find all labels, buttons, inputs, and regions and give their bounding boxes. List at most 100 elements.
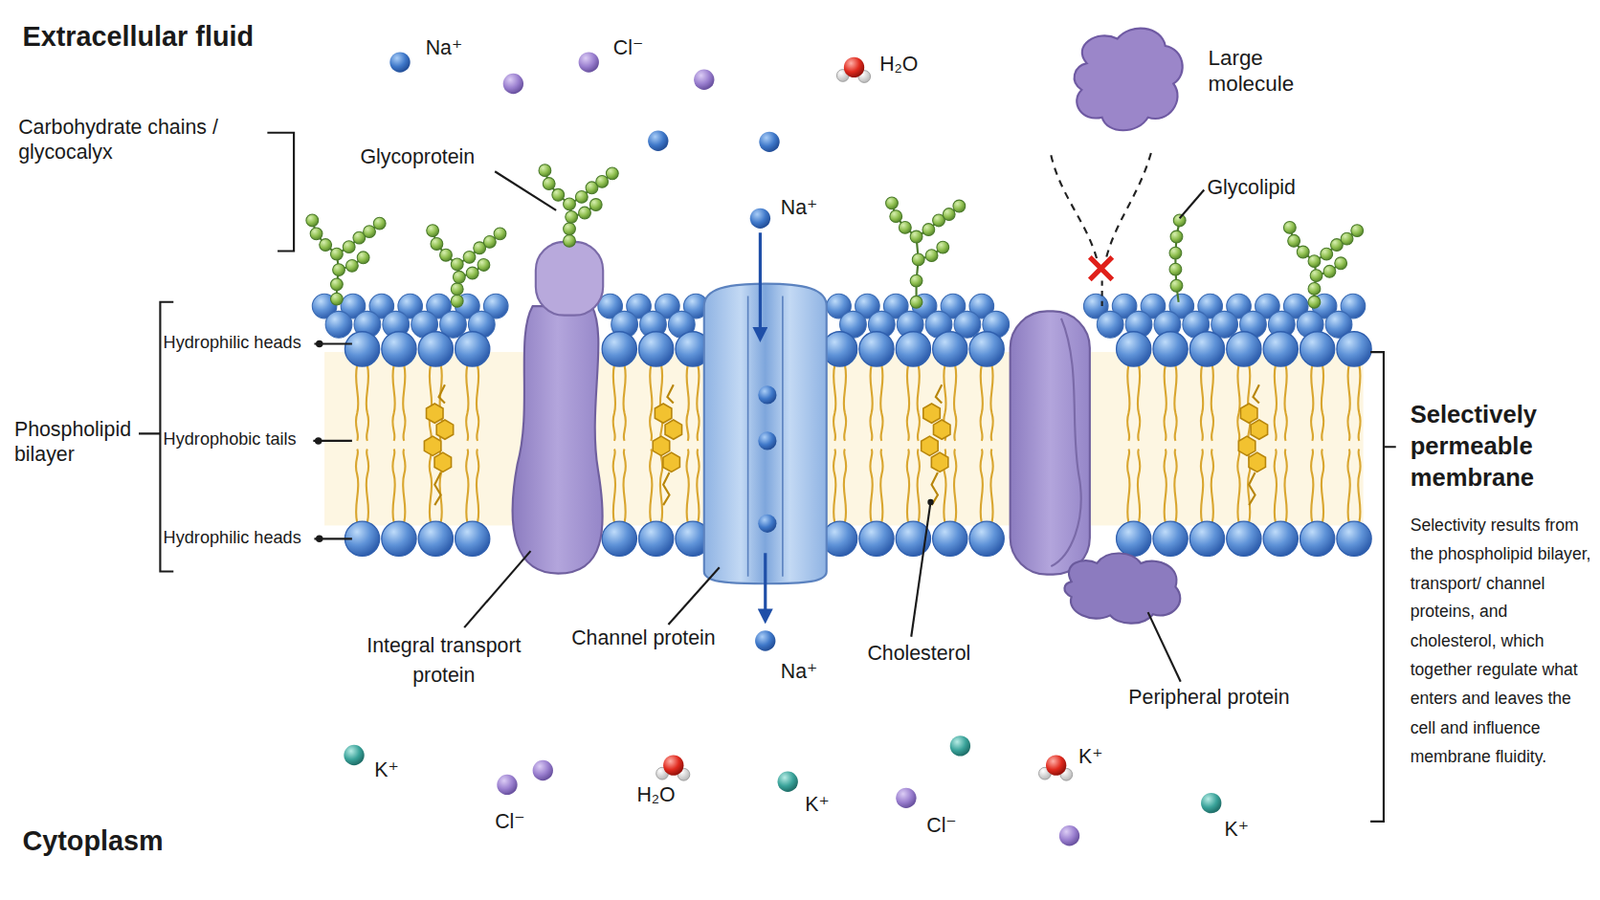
lipid-tail [880, 448, 884, 523]
lipid-tail [954, 448, 957, 523]
part-label: Hydrophilic heads [163, 528, 302, 550]
sterol-ring [1250, 420, 1267, 440]
phospholipid-head [1263, 332, 1298, 367]
lipid-tail [1311, 448, 1314, 523]
lipid-tail [990, 365, 994, 442]
sugar-bead [1288, 234, 1301, 247]
phospholipid-head [1226, 521, 1262, 556]
lipid-tail [979, 365, 983, 442]
part-label: Peripheral protein [1128, 685, 1289, 711]
flow-arrow [763, 553, 767, 617]
carbohydrate-chains [306, 164, 1364, 309]
sugar-bead [310, 227, 323, 241]
blocked-mark [1089, 257, 1112, 280]
sodium-ion [647, 131, 668, 152]
sugar-bead [450, 283, 464, 296]
sugar-bead [565, 210, 578, 223]
sugar-bead [466, 266, 479, 280]
cholesterol-tail [1248, 472, 1255, 506]
phospholipid-head [969, 332, 1004, 367]
potassium-ion [343, 745, 364, 766]
lipid-tail [990, 448, 994, 523]
integral-transport-protein [512, 242, 604, 575]
part-label: Glycolipid [1206, 174, 1295, 200]
lipid-tail [1284, 365, 1288, 442]
molecule-label: Large molecule [1208, 44, 1321, 97]
lipid-tail [696, 365, 700, 442]
sugar-bead [1170, 279, 1183, 292]
potassium-ion [1200, 793, 1222, 814]
lipid-tail [1357, 448, 1361, 523]
cholesterol-tail [935, 384, 942, 403]
lipid-tail [833, 448, 837, 523]
sugar-bead [1340, 232, 1354, 245]
lipid-tail [1347, 448, 1351, 523]
region-label: Extracellular fluid [22, 20, 254, 54]
phospholipid-head [933, 521, 968, 556]
heading-label: Selectively permeable membrane [1410, 398, 1575, 494]
phospholipid-head [895, 332, 931, 367]
sugar-bead [942, 208, 956, 222]
part-label: Cholesterol [866, 641, 971, 667]
large-molecule [1074, 28, 1183, 132]
cholesterol-tail [666, 384, 673, 403]
lipid-tail [392, 365, 396, 442]
sterol-ring [434, 452, 451, 472]
sugar-bead [1173, 214, 1186, 227]
lipid-tail [1321, 448, 1325, 523]
sugar-bead [538, 164, 552, 178]
part-label: Hydrophobic tails [163, 429, 297, 451]
lipid-tail [1174, 448, 1178, 523]
sugar-bead [589, 199, 602, 212]
lipid-tail [907, 365, 911, 442]
sugar-bead [889, 210, 903, 223]
sterol-ring [1238, 436, 1255, 456]
hydrophilic-heads [344, 332, 1372, 557]
sugar-bead [1169, 246, 1182, 260]
lipid-tail [660, 365, 664, 442]
sugar-bead [440, 248, 453, 262]
sugar-bead [910, 274, 923, 288]
ion-label: K⁺ [1224, 817, 1249, 843]
lipid-tail [844, 365, 847, 442]
chloride-ion [533, 760, 554, 781]
sugar-bead [493, 227, 507, 241]
phospholipid-head [1116, 521, 1152, 556]
lipid-tail [1237, 448, 1241, 523]
phospholipid-head [933, 332, 968, 367]
region-label: Cytoplasm [22, 824, 163, 859]
sugar-bead [356, 251, 370, 265]
oxygen-atom [1045, 755, 1067, 776]
lipid-tail [1211, 448, 1215, 523]
potassium-ion [950, 735, 971, 756]
sterol-ring [654, 403, 671, 423]
sterol-ring [423, 436, 441, 456]
sugar-bead [910, 230, 923, 244]
lipid-tail [466, 448, 469, 523]
lipid-tail [1284, 448, 1288, 523]
tail-region [324, 352, 1364, 526]
sugar-bead [1320, 247, 1334, 261]
sterol-ring [921, 436, 938, 456]
lipid-tail [1357, 365, 1361, 442]
part-label: Carbohydrate chains / glycocalyx [18, 113, 274, 165]
phospholipid-head [822, 332, 857, 367]
ion-label: Na⁺ [780, 659, 819, 685]
sugar-bead [452, 270, 466, 284]
phospholipid-head [418, 332, 453, 367]
sugar-link [336, 223, 380, 255]
sugar-bead [898, 222, 912, 235]
lipid-tail [916, 448, 920, 523]
lipid-tail [622, 448, 626, 523]
cholesterol-tail [663, 472, 669, 506]
phospholipid-head [455, 332, 490, 367]
phospholipid-head [822, 521, 857, 556]
part-label: Channel protein [571, 625, 716, 651]
lipid-tail [402, 448, 406, 523]
lipid-tail [366, 448, 370, 523]
chloride-ion [503, 73, 524, 94]
lipid-tail [402, 365, 406, 442]
hydrophobic-tails [355, 365, 1361, 523]
ion-label: Na⁺ [425, 34, 464, 60]
